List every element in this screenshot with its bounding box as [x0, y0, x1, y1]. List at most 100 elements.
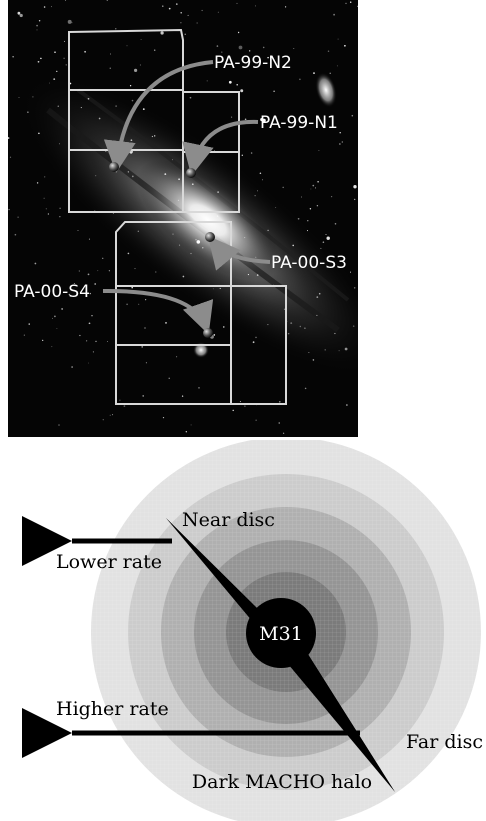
star [190, 424, 192, 426]
star [47, 213, 50, 215]
star [87, 362, 89, 364]
star [312, 184, 315, 187]
star [87, 97, 90, 100]
star [255, 5, 256, 7]
star [239, 401, 241, 403]
star [327, 50, 330, 52]
star [261, 179, 264, 181]
pointer-n2 [103, 60, 214, 173]
star [244, 405, 246, 407]
star [127, 171, 129, 173]
star [97, 270, 99, 272]
star [316, 296, 319, 298]
star [283, 308, 286, 310]
star [42, 339, 44, 341]
star [195, 239, 197, 241]
andromeda-photo-panel: PA-99-N2 PA-99-N1 PA-00-S3 PA-00-S4 [8, 0, 358, 437]
star [236, 84, 238, 86]
star [325, 233, 327, 236]
star [322, 241, 325, 243]
star [138, 303, 140, 305]
star [257, 190, 259, 192]
star [77, 230, 79, 232]
star [52, 317, 53, 319]
star [110, 53, 111, 55]
star [273, 90, 275, 92]
star [196, 22, 198, 24]
star [351, 114, 354, 117]
star [168, 377, 170, 379]
star [154, 135, 156, 137]
macho-halo-diagram: M31 Near disc Lower rate Higher rate Far… [0, 440, 486, 821]
star [241, 154, 243, 156]
star [86, 340, 88, 342]
star [40, 57, 42, 60]
halo-diagram-svg: M31 Near disc Lower rate Higher rate Far… [21, 440, 483, 821]
field-outline-s3 [230, 285, 287, 405]
star [255, 336, 257, 339]
star [8, 137, 10, 139]
star [308, 352, 310, 353]
star [56, 70, 58, 73]
star [115, 28, 117, 30]
star [236, 2, 238, 4]
star [151, 135, 154, 138]
star [145, 362, 147, 364]
star [344, 44, 346, 47]
star [53, 78, 56, 80]
star [190, 252, 192, 255]
star [187, 14, 189, 16]
star [112, 213, 114, 214]
star [162, 5, 164, 7]
star [165, 322, 167, 324]
star [137, 230, 139, 232]
star [43, 6, 46, 8]
star [58, 143, 61, 145]
star [179, 244, 181, 246]
star [307, 230, 308, 232]
star [320, 247, 322, 249]
star [237, 31, 240, 34]
star [216, 215, 219, 217]
star [254, 195, 256, 197]
star [206, 80, 208, 82]
star [37, 60, 40, 63]
star [354, 198, 356, 201]
star [112, 414, 114, 416]
star [275, 207, 277, 208]
star [34, 262, 37, 265]
star [107, 340, 109, 342]
star [356, 5, 358, 7]
star [19, 13, 23, 18]
dark-macho-halo-label: Dark MACHO halo [192, 771, 372, 793]
star [129, 85, 132, 87]
star [94, 283, 97, 285]
star [238, 45, 243, 50]
star [134, 268, 136, 270]
star [119, 399, 121, 401]
star [9, 156, 12, 158]
star [131, 286, 133, 289]
star [240, 89, 244, 93]
star [316, 205, 319, 207]
star [134, 68, 138, 72]
star [282, 432, 285, 434]
star [109, 67, 111, 69]
star [115, 105, 117, 107]
star [54, 315, 56, 318]
star [316, 314, 318, 316]
star [49, 82, 50, 84]
star [108, 270, 111, 272]
star [142, 108, 145, 110]
star [213, 334, 216, 336]
star [324, 349, 326, 351]
star [184, 33, 186, 35]
star [228, 80, 232, 84]
star [336, 65, 338, 67]
star [318, 149, 320, 152]
m31-label: M31 [259, 623, 303, 645]
star [63, 40, 66, 42]
star [153, 49, 156, 51]
star [293, 48, 295, 49]
star [61, 308, 63, 310]
